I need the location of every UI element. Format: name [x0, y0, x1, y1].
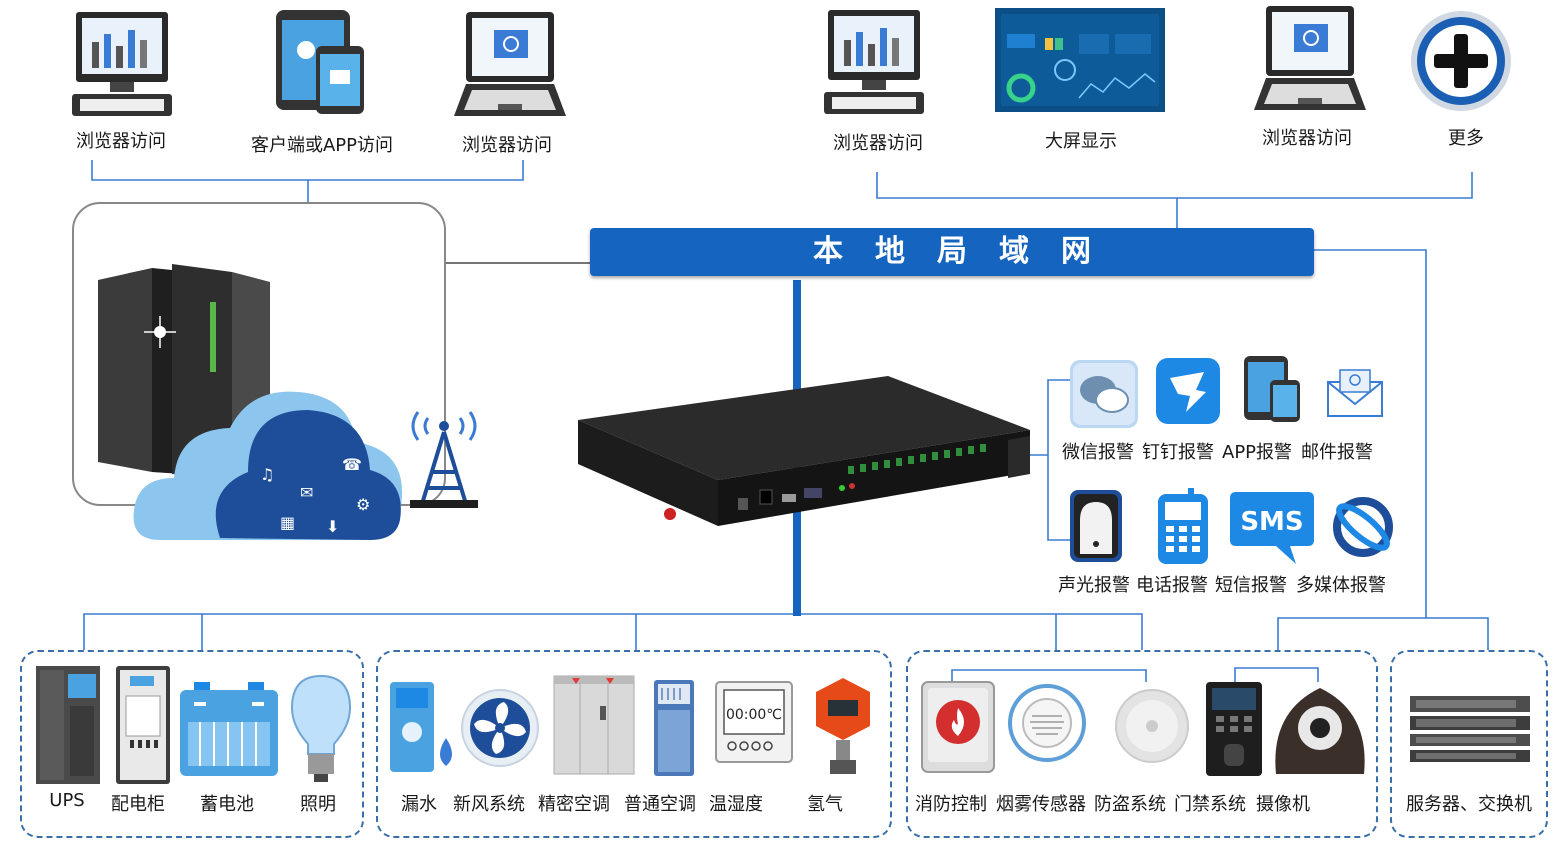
- gas-detector-icon: [816, 678, 870, 774]
- alarm-label: 多媒体报警: [1296, 575, 1386, 596]
- group-security: [906, 650, 1378, 838]
- alarm-label: 微信报警: [1062, 442, 1134, 463]
- cloud-icon: ♫ ☎ ✉ ⚙ ▦ ⬇: [133, 391, 403, 540]
- lightbulb-icon: [290, 674, 352, 782]
- dingtalk-icon: [1156, 358, 1220, 424]
- battery-icon: [180, 682, 278, 776]
- svg-text:⚙: ⚙: [356, 495, 370, 514]
- smoke-sensor-icon: [1008, 684, 1086, 762]
- device-label: 照明: [300, 794, 336, 815]
- antenna-tower-icon: [410, 411, 478, 508]
- alarm-label: APP报警: [1222, 442, 1293, 463]
- intrusion-sensor-icon: [1115, 689, 1189, 763]
- group-environment: [376, 650, 892, 838]
- group-power: [20, 650, 364, 838]
- ac-icon: [654, 680, 694, 776]
- device-label: 新风系统: [453, 794, 525, 815]
- siren-icon: [1070, 490, 1122, 562]
- lan-label: 本地局域网: [813, 234, 1123, 269]
- lan-bar: 本地局域网: [590, 228, 1314, 276]
- water-leak-icon: [390, 682, 452, 772]
- laptop-icon: [1254, 6, 1366, 110]
- alarm-label: 邮件报警: [1301, 442, 1373, 463]
- device-label: 精密空调: [538, 794, 610, 815]
- fire-button-icon: [921, 681, 995, 773]
- svg-text:♫: ♫: [260, 465, 274, 484]
- controller-device: [578, 376, 1030, 526]
- plus-icon: [1411, 11, 1511, 111]
- device-label: 烟雾传感器: [996, 794, 1086, 815]
- alarm-label: 钉钉报警: [1142, 442, 1214, 463]
- distribution-cabinet-icon: [116, 666, 170, 784]
- camera-icon: [1275, 688, 1365, 774]
- client-label: 更多: [1448, 128, 1484, 149]
- wechat-icon: [1070, 360, 1138, 428]
- client-label: 浏览器访问: [462, 135, 552, 156]
- svg-text:⬇: ⬇: [326, 517, 339, 536]
- client-label: 浏览器访问: [833, 133, 923, 154]
- precision-ac-icon: [553, 675, 635, 775]
- device-label: 配电柜: [111, 794, 165, 815]
- device-label: UPS: [49, 790, 85, 811]
- sms-icon-text: SMS: [1240, 507, 1303, 537]
- client-label: 客户端或APP访问: [250, 135, 394, 156]
- device-label: 漏水: [401, 794, 437, 815]
- device-label: 氢气: [807, 794, 843, 815]
- client-label: 浏览器访问: [1262, 128, 1352, 149]
- phone-icon: [1158, 488, 1208, 564]
- access-control-icon: [1206, 682, 1262, 776]
- fan-icon: [461, 689, 539, 767]
- desktop-monitor-icon: [824, 10, 924, 114]
- laptop-icon: [454, 12, 566, 116]
- svg-text:☎: ☎: [342, 455, 362, 474]
- tablet-phone-icon: [276, 10, 364, 114]
- device-label: 普通空调: [624, 794, 696, 815]
- dashboard-screen-icon: [995, 8, 1165, 112]
- alarm-label: 电话报警: [1136, 575, 1208, 596]
- svg-text:✉: ✉: [300, 483, 313, 502]
- device-label: 消防控制: [915, 794, 987, 815]
- thermostat-icon: 00:00℃: [715, 681, 793, 763]
- device-label: 防盗系统: [1094, 794, 1166, 815]
- device-label: 温湿度: [709, 794, 763, 815]
- device-label: 摄像机: [1256, 794, 1310, 815]
- group-network: [1390, 650, 1548, 838]
- mail-icon: [1327, 369, 1383, 417]
- device-label: 服务器、交换机: [1406, 794, 1532, 815]
- desktop-monitor-icon: [72, 12, 172, 116]
- ups-icon: [36, 666, 100, 784]
- multimedia-icon: [1333, 497, 1393, 557]
- svg-text:▦: ▦: [280, 513, 295, 532]
- client-label: 大屏显示: [1045, 131, 1117, 152]
- alarm-label: 声光报警: [1058, 575, 1130, 596]
- alarm-label: 短信报警: [1215, 575, 1287, 596]
- device-label: 蓄电池: [200, 794, 254, 815]
- thermostat-text: 00:00℃: [726, 707, 782, 723]
- tablet-phone-icon: [1244, 356, 1300, 422]
- server-rack-icon: [98, 264, 270, 480]
- client-label: 浏览器访问: [76, 131, 166, 152]
- switch-icon: [1410, 696, 1530, 762]
- device-label: 门禁系统: [1174, 794, 1246, 815]
- sms-icon: SMS: [1230, 492, 1314, 564]
